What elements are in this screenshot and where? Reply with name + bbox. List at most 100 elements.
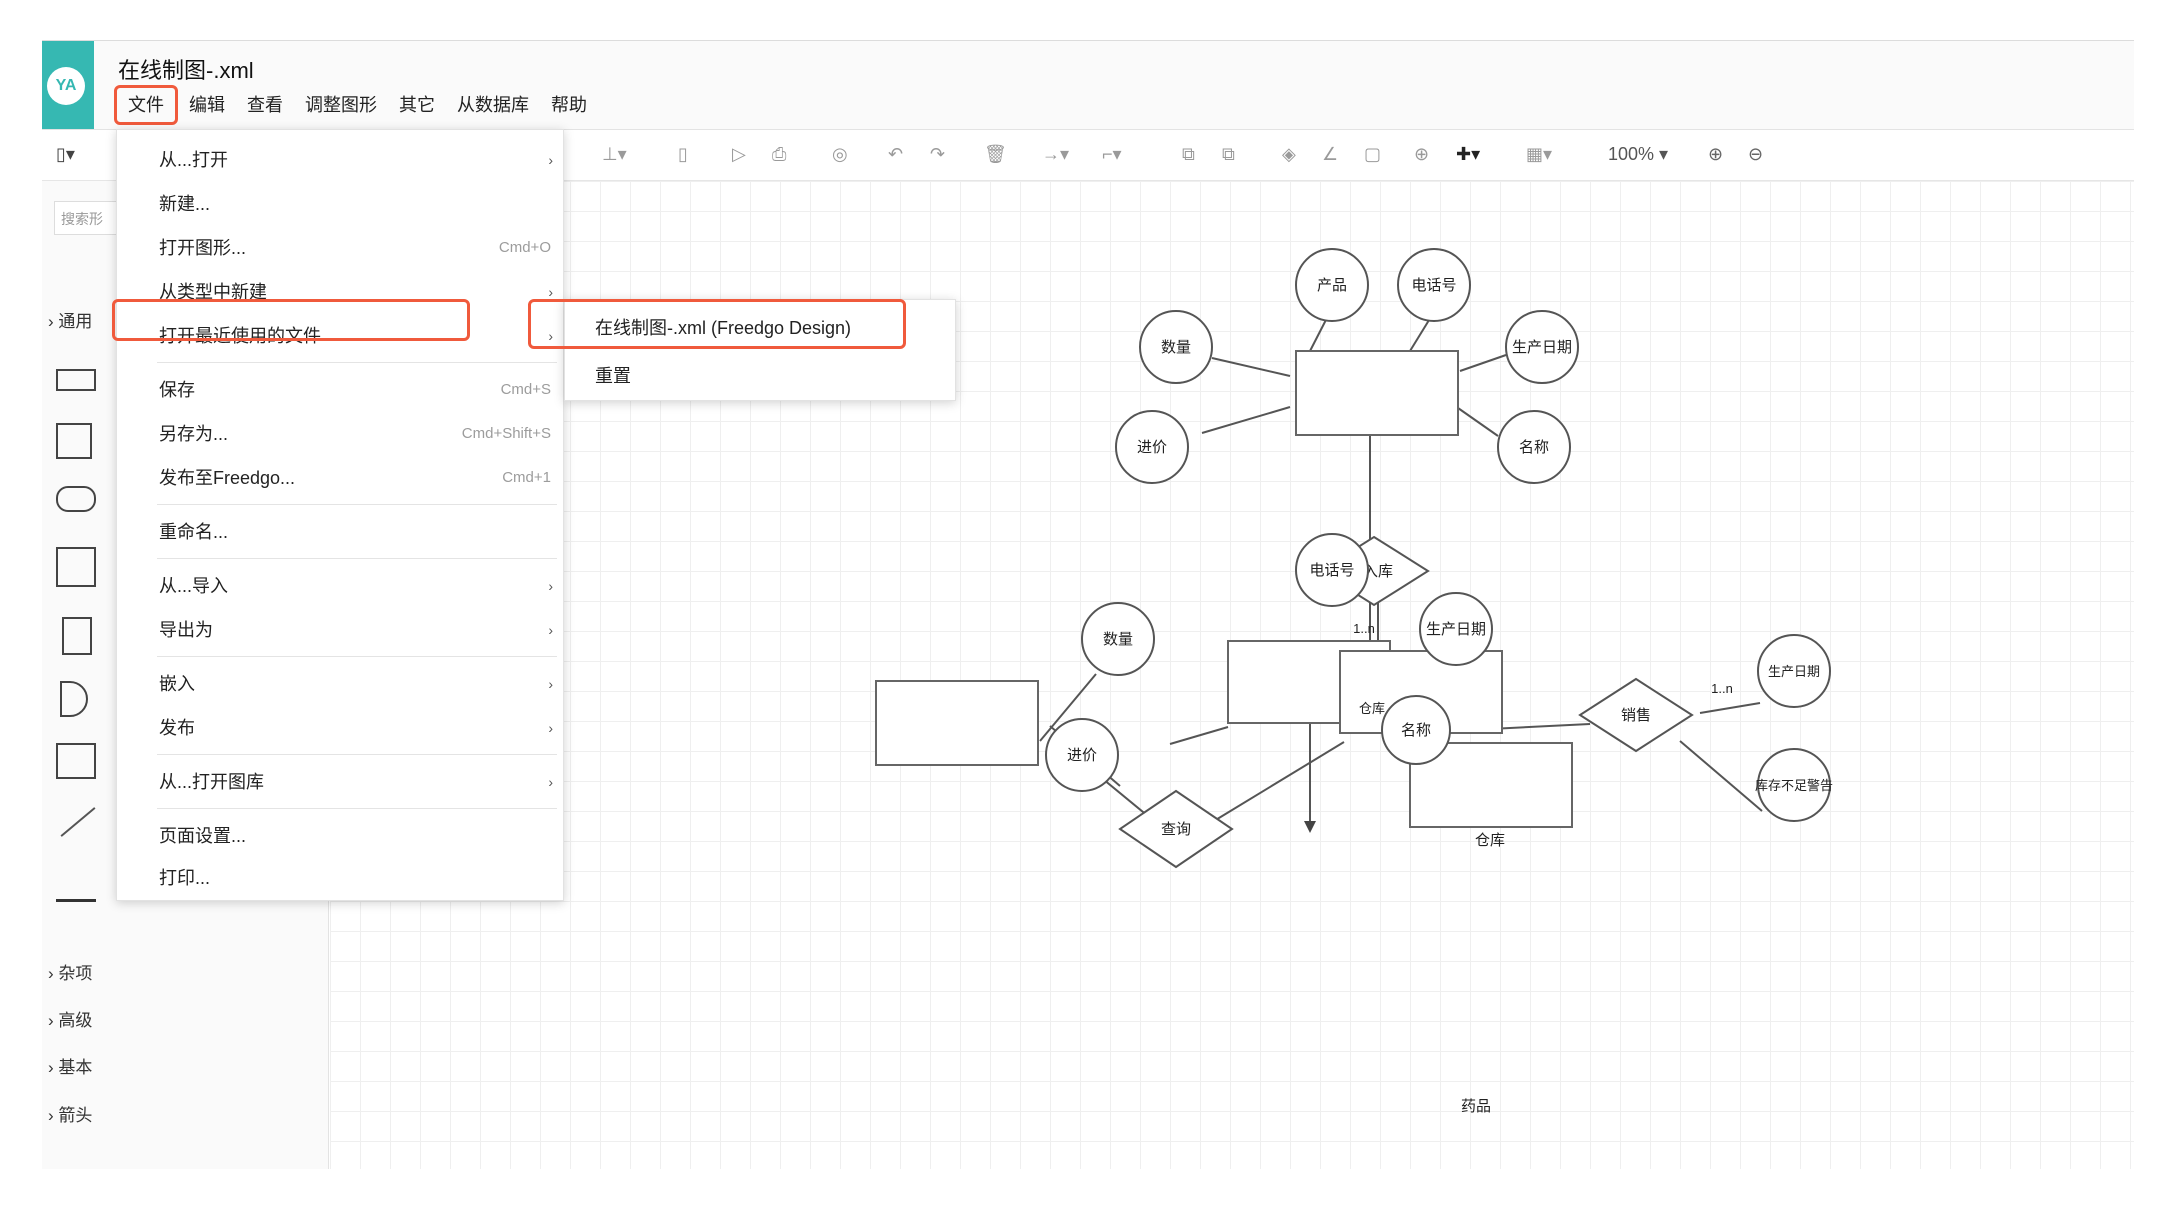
menu-item-label: 打印... bbox=[159, 868, 211, 888]
menu-item-save-as[interactable]: 另存为...Cmd+Shift+S bbox=[117, 414, 563, 454]
attr-label: 数量 bbox=[1103, 631, 1133, 648]
chevron-right-icon: › bbox=[548, 720, 553, 736]
page-view-icon[interactable]: ▯ bbox=[678, 144, 688, 164]
attribute-oval bbox=[1397, 248, 1471, 322]
recent-file-item[interactable]: 在线制图-.xml (Freedgo Design) bbox=[565, 308, 955, 348]
recent-reset-item[interactable]: 重置 bbox=[565, 356, 955, 396]
menu-item-label: 从...打开图库 bbox=[159, 772, 265, 792]
attr-label: 名称 bbox=[1401, 722, 1431, 739]
line-shape-icon[interactable] bbox=[60, 807, 96, 837]
menu-view[interactable]: 查看 bbox=[247, 95, 283, 115]
play-icon[interactable]: ▷ bbox=[732, 144, 746, 164]
attr-label: 生产日期 bbox=[1512, 339, 1572, 356]
drawing-canvas[interactable]: 产品 电话号 数量 生产日期 进价 名称 入库 电话号 生产日期 1..n 数量… bbox=[330, 181, 2134, 1169]
relation-label: 销售 bbox=[1621, 707, 1651, 724]
menu-extras[interactable]: 其它 bbox=[399, 95, 435, 115]
zoom-value: 100% bbox=[1608, 144, 1655, 164]
user-avatar[interactable]: YA bbox=[47, 67, 85, 105]
menu-item-open-recent[interactable]: 打开最近使用的文件› bbox=[117, 316, 563, 356]
menu-edit[interactable]: 编辑 bbox=[189, 95, 225, 115]
format-panel-icon[interactable]: ▯▾ bbox=[56, 144, 75, 164]
eye-icon[interactable]: ◎ bbox=[832, 144, 848, 164]
menu-item-publish[interactable]: 发布 › bbox=[117, 708, 563, 748]
relation-label: 入库 bbox=[1363, 563, 1393, 580]
attr-label: 生产日期 bbox=[1768, 664, 1820, 679]
section-advanced[interactable]: › 高级 bbox=[48, 1011, 93, 1030]
menu-item-label: 重命名... bbox=[159, 522, 229, 542]
menu-item-new-from-type[interactable]: 从类型中新建› bbox=[117, 272, 563, 312]
attribute-oval bbox=[1115, 410, 1189, 484]
er-diagram: 产品 电话号 数量 生产日期 进价 名称 入库 电话号 生产日期 1..n 数量… bbox=[875, 248, 1833, 1115]
menu-item-print[interactable]: 打印... bbox=[117, 858, 563, 898]
menu-item-embed[interactable]: 嵌入› bbox=[117, 664, 563, 704]
zoom-select[interactable]: 100% ▾ bbox=[1608, 144, 1669, 164]
menu-item-rename[interactable]: 重命名... bbox=[117, 512, 563, 552]
insert-icon[interactable]: ✚▾ bbox=[1456, 144, 1481, 164]
connection-icon[interactable]: →▾ bbox=[1042, 144, 1070, 164]
fill-color-icon[interactable]: ◈ bbox=[1282, 144, 1296, 164]
menu-separator bbox=[157, 808, 557, 809]
menu-item-shortcut: Cmd+1 bbox=[502, 469, 551, 486]
zoom-out-icon[interactable]: ⊖ bbox=[1748, 144, 1764, 164]
menu-item-import-from[interactable]: 从...导入› bbox=[117, 566, 563, 606]
shadow-icon[interactable]: ▢ bbox=[1364, 144, 1382, 164]
attribute-oval bbox=[1505, 310, 1579, 384]
menu-arrange[interactable]: 调整图形 bbox=[305, 95, 377, 115]
menu-item-open-diagram[interactable]: 打开图形...Cmd+O bbox=[117, 228, 563, 268]
menu-item-label: 打开最近使用的文件 bbox=[159, 326, 321, 346]
app-window: YA 在线制图-.xml 文件 编辑 查看 调整图形 其它 从数据库 帮助 ▯▾… bbox=[42, 40, 2134, 1169]
menu-item-label: 发布 bbox=[159, 718, 195, 738]
table-icon[interactable]: ▦▾ bbox=[1526, 144, 1553, 164]
menu-item-shortcut: Cmd+O bbox=[498, 239, 551, 256]
undo-icon[interactable]: ↶ bbox=[888, 144, 904, 164]
attribute-oval bbox=[1081, 602, 1155, 676]
section-arrows[interactable]: › 箭头 bbox=[48, 1106, 93, 1125]
menu-item-new[interactable]: 新建... bbox=[117, 184, 563, 224]
menu-help[interactable]: 帮助 bbox=[551, 95, 587, 115]
section-general[interactable]: › 通用 bbox=[48, 312, 93, 331]
menu-from-database[interactable]: 从数据库 bbox=[457, 95, 529, 115]
insert-link-icon[interactable]: ⊕ bbox=[1414, 144, 1430, 164]
section-basic-label: 基本 bbox=[58, 1058, 93, 1077]
menu-item-export-as[interactable]: 导出为› bbox=[117, 610, 563, 650]
attribute-oval bbox=[1139, 310, 1213, 384]
container-shape-icon[interactable] bbox=[56, 547, 96, 587]
redo-icon[interactable]: ↷ bbox=[930, 144, 946, 164]
section-misc-label: 杂项 bbox=[58, 964, 93, 983]
table-shape-icon[interactable] bbox=[56, 743, 96, 779]
delay-shape-icon[interactable] bbox=[60, 681, 88, 717]
waypoint-icon[interactable]: ⌐▾ bbox=[1102, 144, 1122, 164]
menu-item-open-from[interactable]: 从...打开› bbox=[117, 140, 563, 180]
chevron-right-icon: › bbox=[548, 774, 553, 790]
rounded-shape-icon[interactable] bbox=[56, 486, 96, 512]
attr-label: 电话号 bbox=[1309, 562, 1354, 579]
menu-file[interactable]: 文件 bbox=[114, 85, 178, 125]
delete-icon[interactable]: 🗑 bbox=[984, 144, 1007, 164]
document-title[interactable]: 在线制图-.xml bbox=[118, 58, 254, 83]
menu-item-open-library[interactable]: 从...打开图库 › bbox=[117, 762, 563, 802]
line-color-icon[interactable]: ∠ bbox=[1322, 144, 1339, 164]
menu-separator bbox=[157, 754, 557, 755]
menu-item-shortcut: Cmd+S bbox=[500, 381, 551, 398]
rectangle-shape-icon[interactable] bbox=[56, 369, 96, 391]
square-shape-icon[interactable] bbox=[56, 423, 92, 459]
attribute-oval bbox=[1757, 748, 1831, 822]
document-shape-icon[interactable] bbox=[62, 617, 92, 655]
entity-box bbox=[1295, 350, 1459, 436]
menu-item-publish-freedgo[interactable]: 发布至Freedgo...Cmd+1 bbox=[117, 458, 563, 498]
menu-separator bbox=[157, 558, 557, 559]
to-front-icon[interactable]: ⧉ bbox=[1182, 144, 1195, 164]
section-basic[interactable]: › 基本 bbox=[48, 1058, 93, 1077]
box-label: 仓库 bbox=[1475, 832, 1505, 849]
zoom-in-icon[interactable]: ⊕ bbox=[1708, 144, 1724, 164]
section-misc[interactable]: › 杂项 bbox=[48, 964, 93, 983]
connector-shape-icon[interactable] bbox=[56, 899, 96, 902]
menu-item-page-setup[interactable]: 页面设置... bbox=[117, 816, 563, 856]
print-icon[interactable]: ⎙ bbox=[772, 144, 787, 164]
to-back-icon[interactable]: ⧉ bbox=[1222, 144, 1235, 164]
section-advanced-label: 高级 bbox=[58, 1011, 93, 1030]
relation-diamond bbox=[1578, 677, 1694, 753]
attr-label: 生产日期 bbox=[1426, 621, 1486, 638]
undo-history-icon[interactable]: ⊥▾ bbox=[602, 144, 627, 164]
